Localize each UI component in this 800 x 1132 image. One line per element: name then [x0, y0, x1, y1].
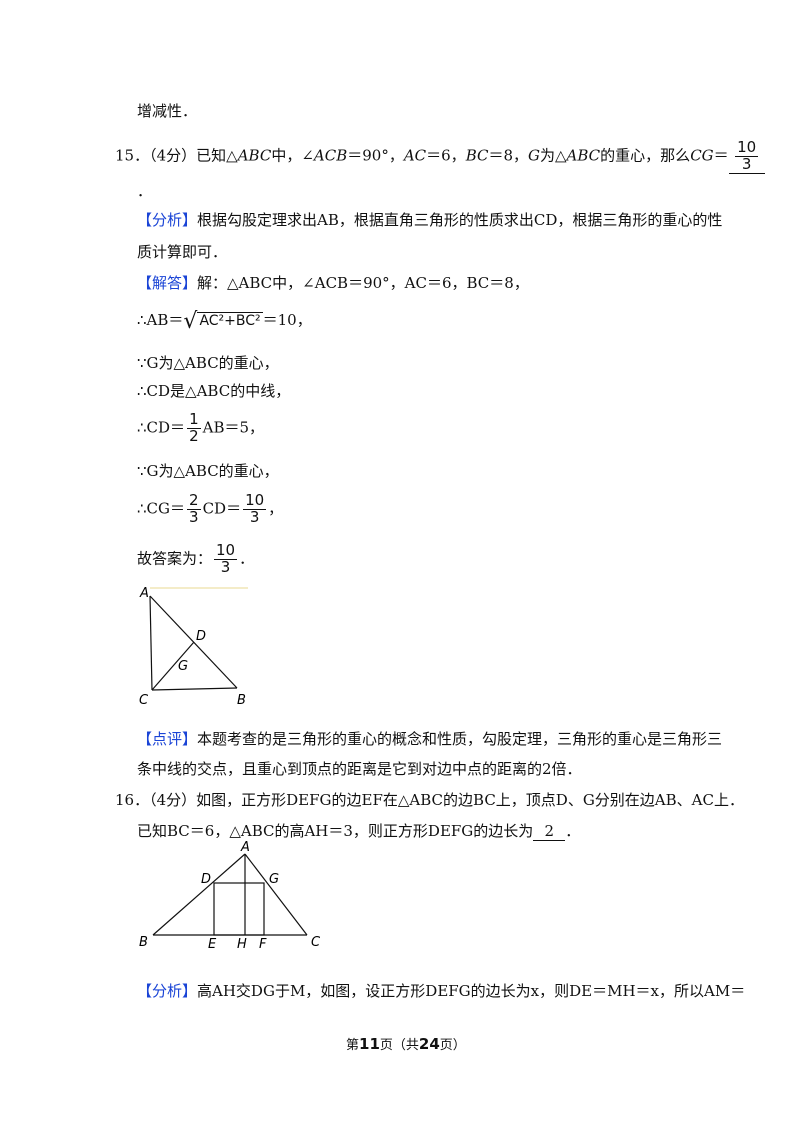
solution-text: ∴CG＝ [137, 499, 186, 518]
continuation-text: 增减性． [137, 102, 198, 120]
square-defg [213, 882, 265, 936]
analysis-line: 高AH交DG于M，如图，设正方形DEFG的边长为x，则DE＝MH＝x，所以AM＝ [197, 982, 746, 1000]
median-cd [151, 641, 195, 691]
q16-points: （4分） [149, 791, 197, 809]
solution-text: CD＝ [202, 499, 242, 518]
label-a: A [240, 840, 250, 855]
label-h: H [237, 937, 247, 952]
q15-var: G [528, 146, 540, 165]
label-c: C [139, 693, 149, 708]
side-ac [149, 595, 153, 691]
label-b: B [139, 935, 148, 950]
q15-text: 中，∠ [271, 146, 314, 165]
solution-15: 【解答】解：△ABC中，∠ACB＝90°，AC＝6，BC＝8， [137, 272, 529, 293]
figure-triangle-centroid: A D G C B [139, 586, 248, 708]
q16-answer: 2 [533, 822, 566, 841]
solution-text: ∴CD＝ [137, 418, 186, 437]
footer-text: 第 [346, 1038, 360, 1053]
comment-tag: 【点评】 [137, 730, 198, 748]
analysis-tag: 【分析】 [137, 982, 198, 1000]
solution-text: ∴AB＝ [137, 311, 184, 329]
q15-text: 的重心，那么 [600, 146, 691, 165]
q15-text: ＝6， [426, 146, 466, 165]
solution-text: AB＝5， [202, 418, 265, 437]
footer-page-number: 11 [359, 1035, 380, 1053]
comment-line: 本题考查的是三角形的重心的概念和性质，勾股定理，三角形的重心是三角形三 [197, 730, 723, 748]
q15-var: ABC [237, 146, 272, 165]
label-a: A [139, 586, 149, 601]
analysis-tag: 【分析】 [137, 211, 198, 229]
q15-points: （4分） [149, 146, 197, 165]
label-b: B [237, 693, 246, 708]
q15-number: 15． [115, 146, 150, 165]
sqrt-expression: √AC²+BC² [183, 309, 263, 334]
analysis-15: 【分析】根据勾股定理求出AB，根据直角三角形的性质求出CD，根据三角形的重心的性 [137, 209, 722, 230]
solution-text: ． [239, 549, 255, 568]
label-g: G [178, 659, 188, 674]
q16-text: 已知BC＝6，△ABC的高AH＝3，则正方形DEFG的边长为 [137, 822, 534, 840]
label-g: G [269, 872, 279, 887]
analysis-16: 【分析】高AH交DG于M，如图，设正方形DEFG的边长为x，则DE＝MH＝x，所… [137, 980, 745, 1001]
comment-15-line2: 条中线的交点，且重心到顶点的距离是它到对边中点的距离的2倍． [137, 760, 582, 778]
solution-line: 解：△ABC中，∠ACB＝90°，AC＝6，BC＝8， [197, 274, 529, 292]
comment-15: 【点评】本题考查的是三角形的重心的概念和性质，勾股定理，三角形的重心是三角形三 [137, 728, 722, 749]
label-e: E [208, 937, 217, 952]
analysis-15-line2: 质计算即可． [137, 243, 228, 261]
q16-text: 如图，正方形DEFG的边EF在△ABC的边BC上，顶点D、G分别在边AB、AC上… [196, 791, 744, 809]
q15-text: ＝8， [488, 146, 529, 165]
q15-text: 已知△ [196, 146, 238, 165]
label-d: D [201, 872, 211, 887]
q15-text: ＝90°， [347, 146, 404, 165]
side-ab [152, 853, 246, 936]
footer-total-pages: 24 [418, 1035, 440, 1053]
solution-line-g1: ∵G为△ABC的重心， [137, 354, 279, 372]
side-cb [151, 687, 238, 691]
solution-line-g2: ∵G为△ABC的重心， [137, 462, 279, 480]
side-ac [244, 853, 308, 936]
solution-text: ＝10， [262, 311, 312, 329]
solution-text: ， [268, 499, 284, 518]
q15-text: ＝ [713, 146, 729, 165]
label-c: C [311, 935, 321, 950]
label-f: F [259, 937, 267, 952]
footer-text: 页（共 [379, 1038, 419, 1053]
analysis-line: 根据勾股定理求出AB，根据直角三角形的性质求出CD，根据三角形的重心的性 [197, 211, 723, 229]
q15-var: ABC [566, 146, 601, 165]
q15-var: CG [690, 146, 714, 165]
page-footer: 第11页（共24页） [346, 1034, 466, 1053]
solution-line-ab: ∴AB＝√AC²+BC²＝10， [137, 309, 312, 334]
q15-end-mark: ． [137, 182, 153, 200]
question-15: 15．（4分）已知△ABC中，∠ACB＝90°，AC＝6，BC＝8，G为△ABC… [115, 139, 765, 174]
solution-line-cd: ∴CD是△ABC的中线， [137, 382, 291, 400]
q15-text: 为△ [540, 146, 567, 165]
q15-var: ACB [313, 146, 348, 165]
q16-text: ． [565, 822, 581, 840]
footer-text: 页） [439, 1038, 466, 1053]
q16-number: 16． [115, 791, 150, 809]
label-d: D [196, 629, 206, 644]
question-16: 16．（4分）如图，正方形DEFG的边EF在△ABC的边BC上，顶点D、G分别在… [115, 789, 744, 810]
figure-square-in-triangle: A D G B E H F C [139, 840, 321, 952]
solution-tag: 【解答】 [137, 274, 198, 292]
solution-text: 故答案为： [137, 549, 213, 568]
sqrt-body: AC²+BC² [197, 312, 263, 329]
q15-var: AC [403, 146, 427, 165]
q15-var: BC [465, 146, 489, 165]
